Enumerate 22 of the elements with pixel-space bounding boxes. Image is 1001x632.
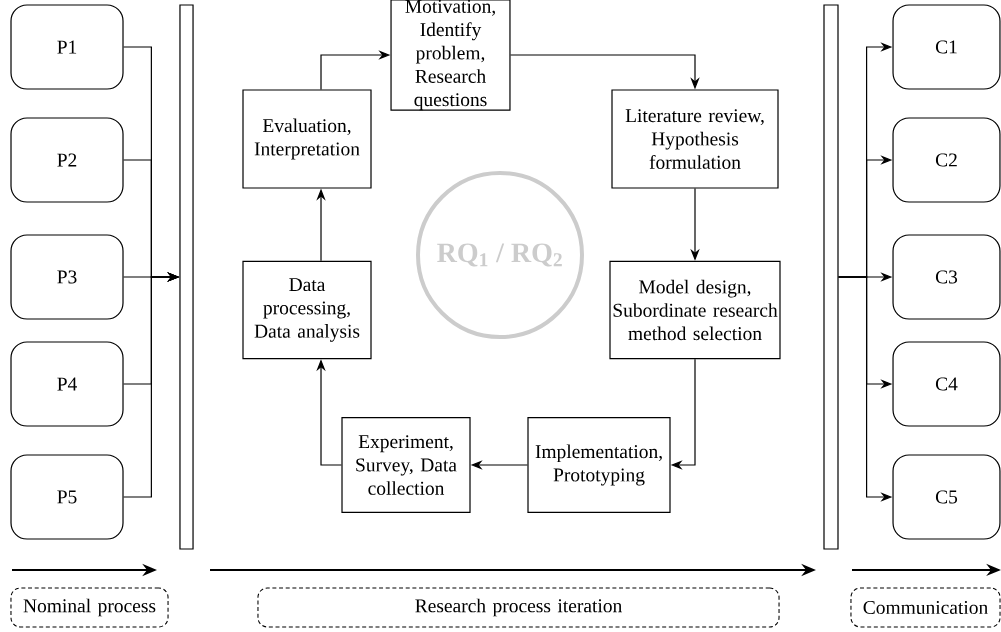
process-box: Data processing, Data analysis — [242, 260, 372, 360]
rounded-box: P3 — [10, 234, 124, 320]
process-box: Literature review, Hypothesis formulation — [611, 89, 779, 189]
phase-label-box: Nominal process — [10, 587, 169, 628]
process-box: Experiment, Survey, Data collection — [341, 416, 471, 514]
rounded-box: C1 — [892, 4, 1001, 90]
rounded-box: P1 — [10, 4, 124, 90]
phase-label-box: Research process iteration — [257, 587, 780, 628]
phase-label-box: Communication — [850, 587, 1001, 628]
process-box: Motivation, Identify problem, Research questions — [390, 0, 511, 111]
rounded-box: P2 — [10, 117, 124, 203]
rounded-box: C5 — [892, 454, 1001, 540]
vertical-bar — [179, 4, 194, 550]
rounded-box: P5 — [10, 454, 124, 540]
vertical-bar — [823, 4, 839, 550]
rounded-box: C3 — [892, 234, 1001, 320]
process-box: Evaluation, Interpretation — [242, 89, 372, 189]
process-box: Implementation, Prototyping — [527, 416, 671, 514]
rounded-box: C2 — [892, 117, 1001, 203]
process-box: Model design, Subordinate research method selection — [609, 260, 781, 360]
rounded-box: P4 — [10, 341, 124, 427]
rounded-box: C4 — [892, 341, 1001, 427]
